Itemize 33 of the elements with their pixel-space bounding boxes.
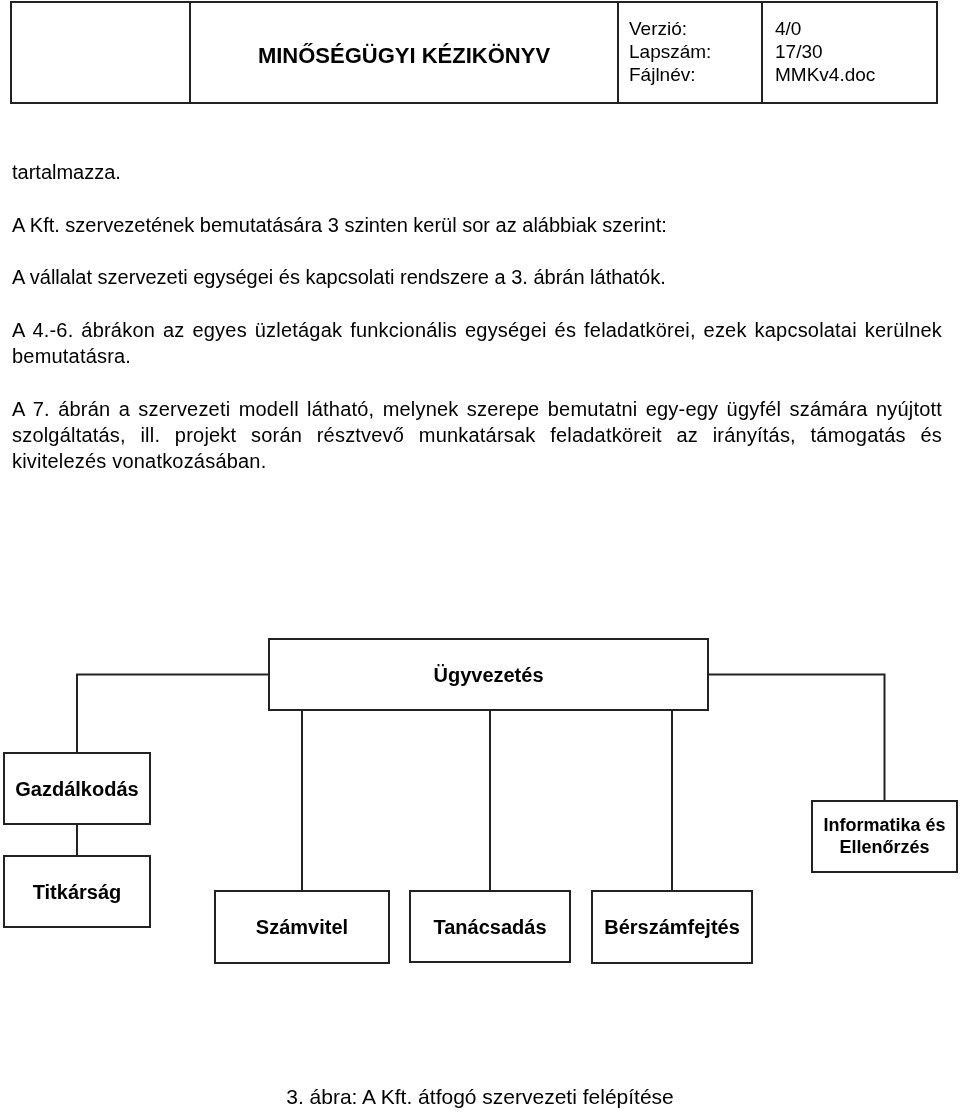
field-label: Lapszám: (629, 40, 713, 63)
header-title: MINŐSÉGÜGYI KÉZIKÖNYV (256, 44, 552, 67)
connector-line (708, 673, 886, 801)
body-text: A vállalat szervezeti egységei és kapcsolati rendszere a 3. ábrán láthatók. (12, 265, 667, 290)
unit-name: Bérszámfejtés (604, 915, 740, 939)
field-value: 17/30 (775, 40, 824, 63)
connector-line (301, 710, 303, 891)
figure-caption: 3. ábra: A Kft. átfogó szervezeti felépítése (285, 1084, 675, 1110)
unit-name: Ügyvezetés (433, 662, 544, 687)
org-unit-box (214, 890, 390, 964)
org-unit-box (3, 752, 151, 825)
org-unit-box (591, 890, 753, 964)
connector-line (76, 673, 269, 753)
connector-line (671, 710, 673, 891)
unit-name: Titkárság (32, 879, 122, 904)
field-label: Verzió: (629, 17, 689, 40)
unit-name: Informatika és Ellenőrzés (822, 814, 947, 859)
org-unit-box (811, 800, 958, 873)
unit-name: Gazdálkodás (15, 776, 139, 801)
field-value: 4/0 (775, 17, 803, 40)
org-unit-box (409, 890, 571, 963)
field-value: MMKv4.doc (775, 63, 877, 86)
unit-name: Számvitel (255, 915, 349, 939)
field-label: Fájlnév: (629, 63, 697, 86)
org-unit-box (268, 638, 709, 711)
connector-line (76, 824, 78, 856)
org-unit-box (3, 855, 151, 928)
body-text: tartalmazza. (12, 160, 122, 185)
body-text: A Kft. szervezetének bemutatására 3 szinten kerül sor az alábbiak szerint: (12, 213, 668, 238)
body-text: A 4.-6. ábrákon az egyes üzletágak funkcionális egységei és feladatkörei, ezek kapcsolatai kerülnek bemutatásra. (12, 318, 942, 369)
unit-name: Tanácsadás (433, 914, 547, 939)
body-text: A 7. ábrán a szervezeti modell látható, melynek szerepe bemutatni egy-egy ügyfél számára nyújtott szolgáltatás, ill. projekt során résztvevő munkatársak feladatköreit az irányítás, támogatás és kivitelezés vonatkozásában. (12, 397, 942, 474)
connector-line (489, 710, 491, 891)
